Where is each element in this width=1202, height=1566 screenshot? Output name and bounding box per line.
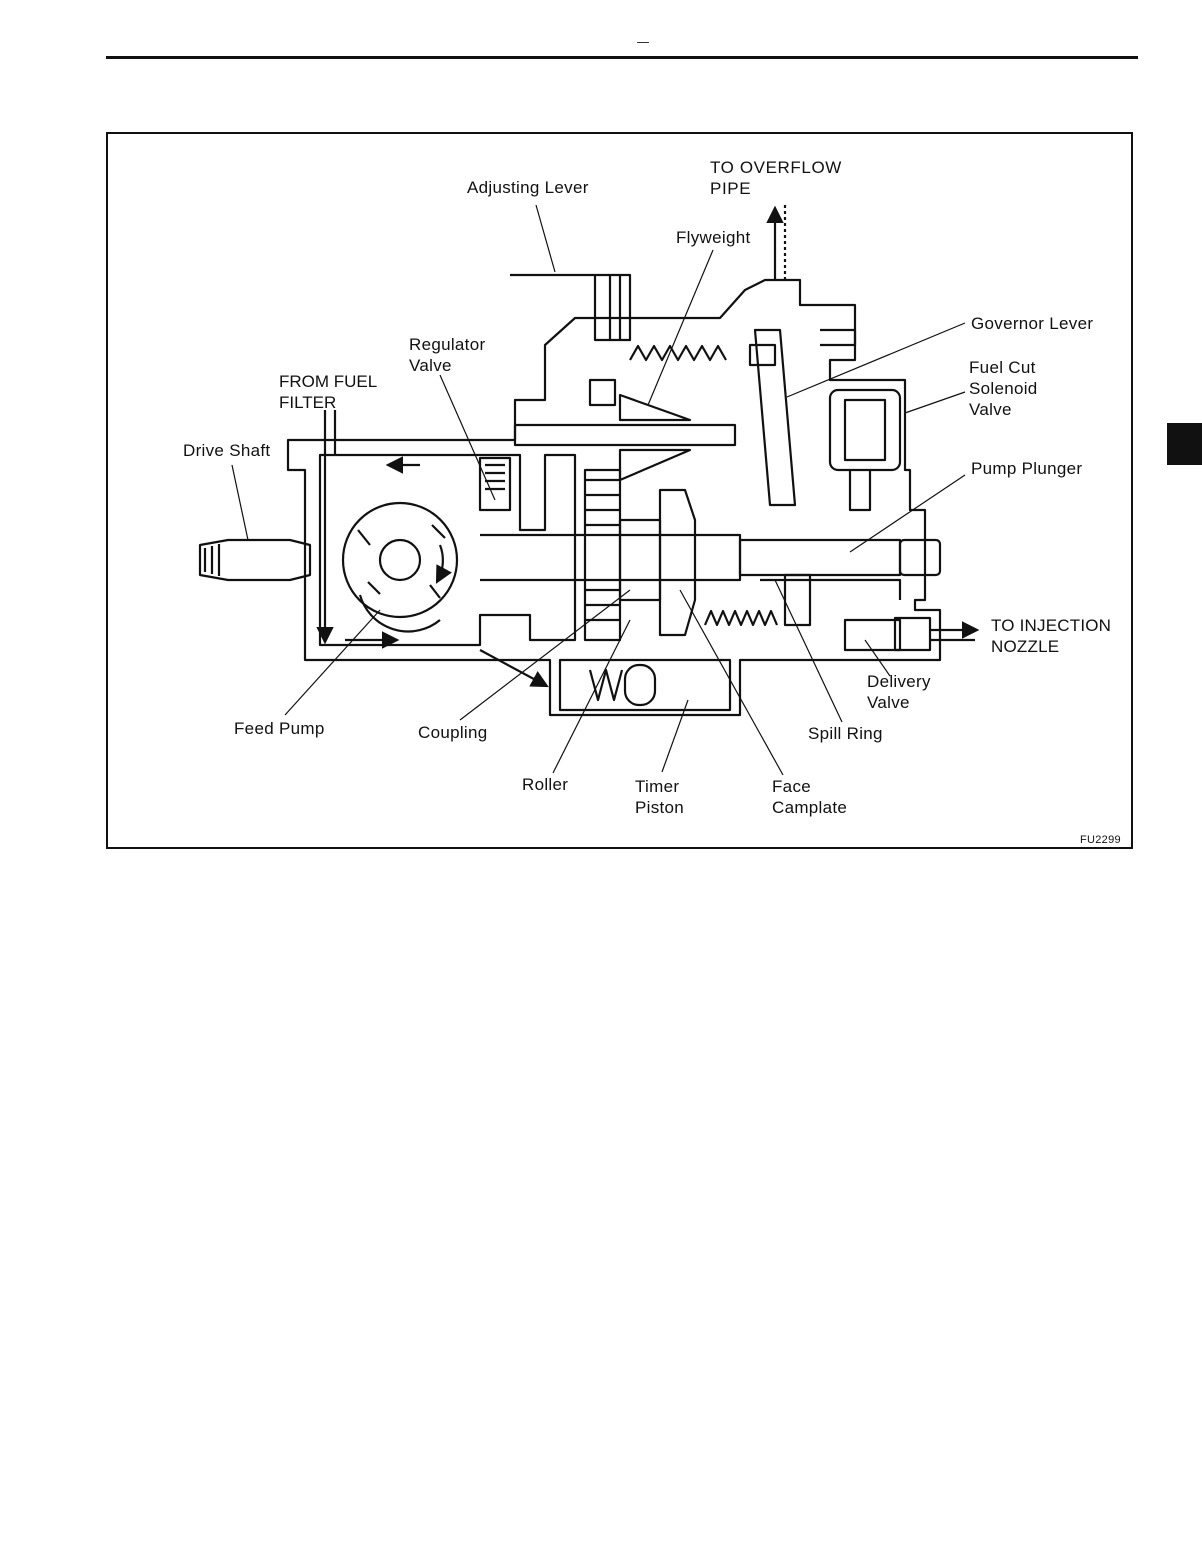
label-flyweight: Flyweight [676, 227, 751, 248]
leader-spill-ring [775, 580, 842, 722]
label-face-camplate: Face Camplate [772, 776, 847, 818]
leader-regulator-valve [440, 375, 495, 500]
coupling-block [620, 520, 660, 600]
label-timer-piston: Timer Piston [635, 776, 684, 818]
pump-casing-inner [320, 455, 575, 645]
timer-piston [560, 660, 730, 710]
face-camplate-disc [660, 490, 695, 635]
label-drive-shaft: Drive Shaft [183, 440, 270, 461]
fuel-cut-solenoid [830, 390, 900, 470]
delivery-valve [845, 620, 900, 650]
label-governor-lever: Governor Lever [971, 313, 1093, 334]
leader-feed-pump [285, 610, 380, 715]
leader-drive-shaft [232, 465, 248, 540]
leader-governor-lever [787, 323, 965, 397]
figure-id: FU2299 [1080, 834, 1121, 846]
label-adjusting-lever: Adjusting Lever [467, 177, 589, 198]
label-fuel-cut-solenoid-valve: Fuel Cut Solenoid Valve [969, 357, 1038, 420]
label-to-injection-nozzle: TO INJECTION NOZZLE [991, 615, 1111, 657]
timer-spring [705, 611, 777, 625]
label-regulator-valve: Regulator Valve [409, 334, 485, 376]
drive-shaft [200, 540, 310, 580]
pump-plunger [740, 540, 900, 575]
governor-spring [630, 346, 726, 360]
label-feed-pump: Feed Pump [234, 718, 325, 739]
label-spill-ring: Spill Ring [808, 723, 883, 744]
leader-coupling [460, 590, 630, 720]
leader-fuel-cut-solenoid [905, 392, 965, 413]
label-from-fuel-filter: FROM FUEL FILTER [279, 371, 377, 413]
label-coupling: Coupling [418, 722, 488, 743]
leader-roller [553, 620, 630, 773]
label-roller: Roller [522, 774, 568, 795]
flyweight [620, 395, 690, 420]
adjusting-lever [510, 275, 630, 340]
label-pump-plunger: Pump Plunger [971, 458, 1082, 479]
feed-pump-rotor [343, 503, 457, 617]
label-to-overflow-pipe: TO OVERFLOW PIPE [710, 157, 842, 199]
leader-adjusting-lever [536, 205, 555, 272]
label-delivery-valve: Delivery Valve [867, 671, 931, 713]
leader-flyweight [648, 250, 713, 405]
